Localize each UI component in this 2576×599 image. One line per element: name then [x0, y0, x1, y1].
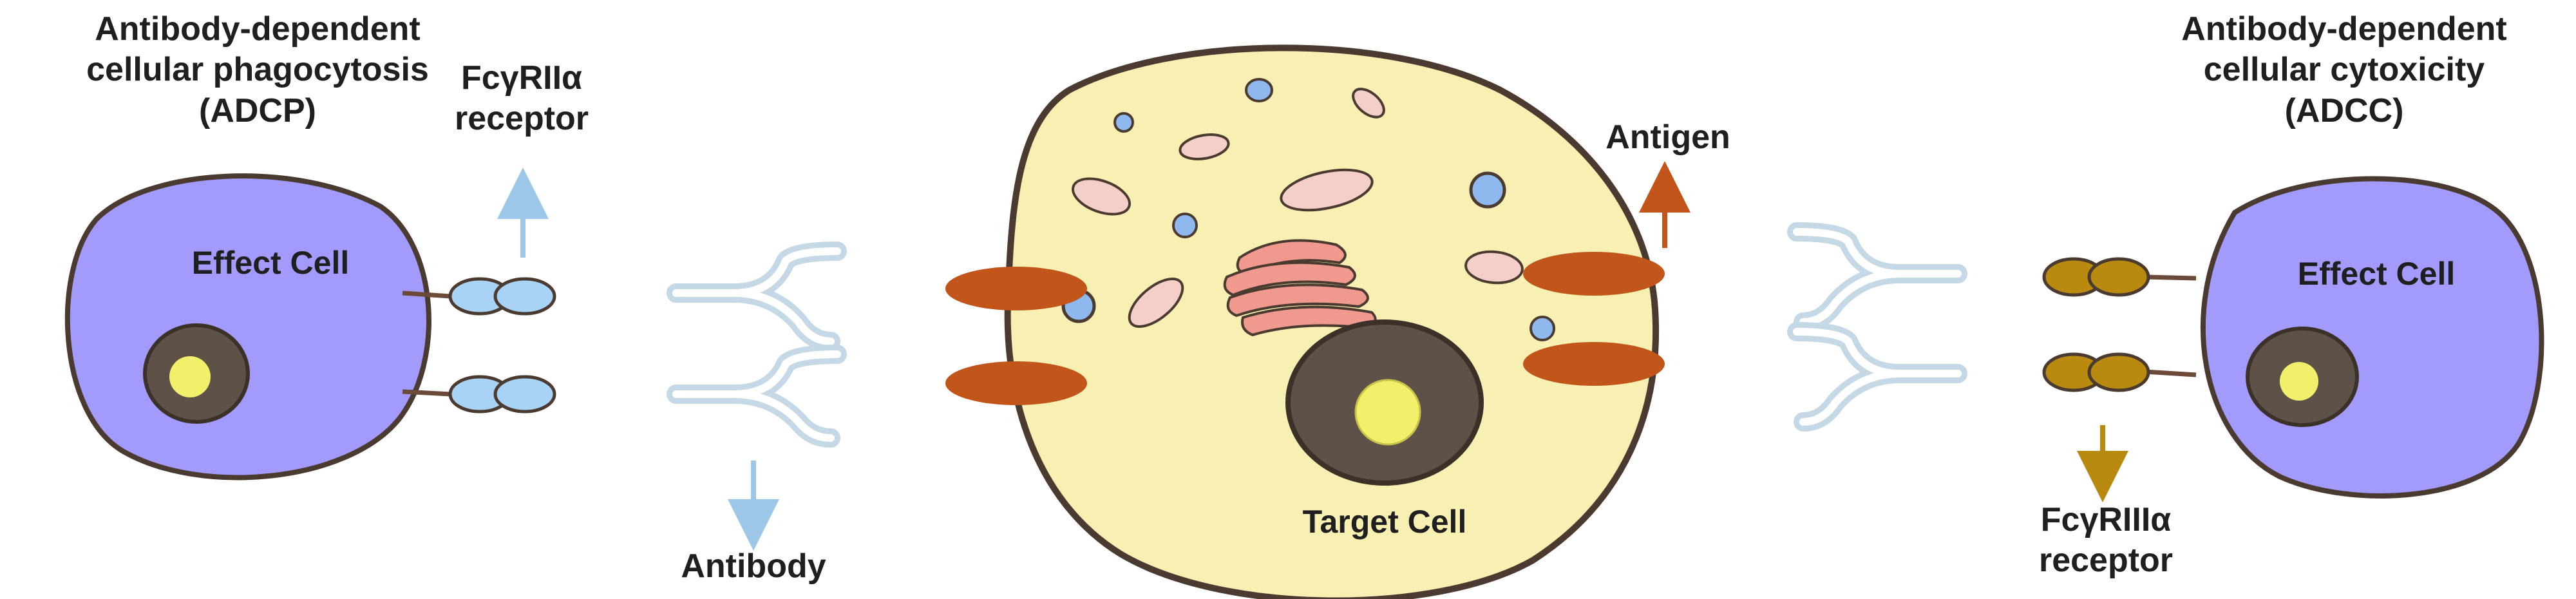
antigen-left-top [945, 267, 1087, 310]
title-adcp: Antibody-dependent cellular phagocytosis… [52, 9, 464, 131]
fc-receptor-left-bottom [402, 375, 556, 414]
receptor-right-label: FcγRIIIα receptor [2016, 500, 2196, 582]
antibody-right-top [1787, 222, 1967, 332]
title-adcc: Antibody-dependent cellular cytoxicity (… [2151, 9, 2537, 131]
effect-cell-left-label: Effect Cell [191, 245, 350, 281]
target-cell-nucleolus [1354, 379, 1421, 446]
antigen-label: Antigen [1605, 119, 1730, 156]
antigen-left-bottom [945, 361, 1087, 405]
fc-receptor-right-bottom [2042, 352, 2197, 392]
effect-cell-left [64, 173, 431, 480]
antigen-right-bottom [1523, 342, 1665, 386]
target-cell [1004, 44, 1659, 599]
receptor-right-label-line-1: FcγRIIIα [2040, 501, 2172, 538]
receptor-left-label: FcγRIIα receptor [438, 58, 605, 140]
effect-cell-right-label: Effect Cell [2297, 256, 2456, 292]
antibody-left-top [667, 242, 847, 351]
effect-cell-left-nucleolus [169, 356, 211, 397]
title-adcc-line-3: (ADCC) [2284, 91, 2404, 129]
title-adcp-line-2: cellular phagocytosis [86, 51, 429, 89]
title-adcc-line-1: Antibody-dependent [2181, 10, 2507, 48]
golgi-apparatus [1223, 239, 1377, 337]
target-cell-label: Target Cell [1302, 504, 1467, 540]
antibody-label: Antibody [681, 547, 826, 585]
antibody-right-bottom [1787, 322, 1967, 432]
title-adcc-line-2: cellular cytoxicity [2203, 51, 2485, 89]
fc-receptor-right-top [2042, 257, 2197, 297]
effect-cell-right-nucleolus [2280, 362, 2318, 401]
receptor-right-label-line-2: receptor [2038, 542, 2174, 580]
receptor-left-label-line-1: FcγRIIα [460, 59, 583, 97]
fc-receptor-left-top [402, 277, 556, 316]
antigen-right-top [1523, 252, 1665, 296]
receptor-left-label-line-2: receptor [454, 100, 589, 138]
effect-cell-right-membrane [2201, 176, 2544, 499]
effect-cell-left-membrane [64, 173, 431, 480]
title-adcp-line-3: (ADCP) [199, 91, 316, 129]
title-adcp-line-1: Antibody-dependent [95, 10, 421, 48]
antibody-left-bottom [667, 345, 847, 448]
effect-cell-right [2201, 176, 2544, 499]
